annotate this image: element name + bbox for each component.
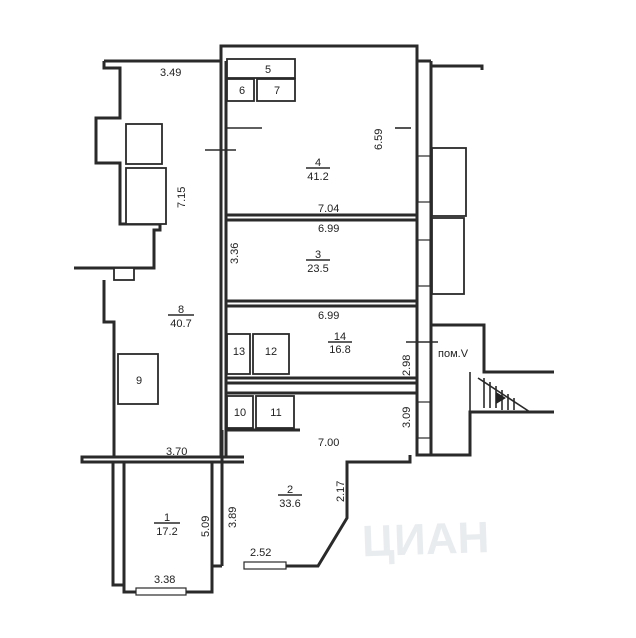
right-box-top (431, 147, 467, 217)
room-11-number: 11 (270, 407, 281, 419)
exterior-walls (74, 44, 484, 594)
dim-7-00: 7.00 (318, 437, 339, 449)
room-12-number: 12 (265, 346, 277, 358)
dim-2-17: 2.17 (335, 481, 347, 502)
room-4-number: 4 (315, 157, 321, 169)
room-6-number: 6 (239, 85, 245, 97)
room-7-box (256, 78, 296, 102)
room-9-box (117, 353, 159, 405)
room-1-number: 1 (164, 512, 170, 524)
dimension-labels: 3.49 6.59 7.15 7.04 6.99 3.36 6.99 2.98 … (154, 67, 413, 586)
room-3-number: 3 (315, 249, 321, 261)
dim-6-59: 6.59 (373, 129, 385, 150)
dim-3-09: 3.09 (401, 407, 413, 428)
dim-3-70: 3.70 (166, 446, 187, 458)
room-1-area: 17.2 (156, 526, 177, 538)
window-right-2 (417, 239, 431, 287)
room-12-box (252, 333, 290, 375)
room-14-area: 16.8 (329, 344, 350, 356)
dim-3-36: 3.36 (229, 243, 241, 264)
room-3-area: 23.5 (307, 263, 328, 275)
watermark-text: ЦИАН (361, 513, 490, 566)
room-11-box (255, 395, 295, 429)
room-10-number: 10 (234, 407, 246, 419)
window-bottom-2 (243, 561, 287, 570)
room-2-area: 33.6 (279, 498, 300, 510)
room-9-number: 9 (136, 375, 142, 387)
left-niche (113, 267, 135, 281)
dim-6-99-mid: 6.99 (318, 310, 339, 322)
room-6-box (226, 78, 255, 102)
room-5-number: 5 (265, 64, 271, 76)
dim-3-38: 3.38 (154, 574, 175, 586)
window-right-3 (417, 401, 431, 439)
right-box-mid (431, 217, 465, 295)
stair-premises (406, 323, 554, 457)
room-5-box (226, 58, 296, 79)
room-4-area: 41.2 (307, 171, 328, 183)
window-bottom-1 (135, 587, 187, 596)
window-right-1 (417, 155, 431, 203)
dim-7-15: 7.15 (176, 187, 188, 208)
room-13-box (226, 333, 251, 375)
left-box-mid (125, 167, 167, 225)
room-2-number: 2 (287, 484, 293, 496)
stair-arrow-icon (496, 392, 506, 404)
dim-3-89: 3.89 (227, 507, 239, 528)
dim-3-49: 3.49 (160, 67, 181, 79)
left-box-top (125, 123, 163, 165)
room-13-number: 13 (233, 346, 245, 358)
fixtures (113, 58, 467, 596)
interior-walls (82, 61, 417, 566)
room-14-number: 14 (334, 331, 346, 343)
dim-6-99-top: 6.99 (318, 223, 339, 235)
room-8-number: 8 (178, 304, 184, 316)
dim-2-52: 2.52 (250, 547, 271, 559)
premises-label: пом.V (438, 348, 469, 360)
room-labels: 4 41.2 3 23.5 14 16.8 8 40.7 2 33.6 1 17… (136, 64, 469, 538)
dim-2-98: 2.98 (401, 355, 413, 376)
dim-5-09: 5.09 (200, 516, 212, 537)
room-8-area: 40.7 (170, 318, 191, 330)
room-7-number: 7 (274, 85, 280, 97)
dim-7-04: 7.04 (318, 203, 339, 215)
room-10-box (226, 395, 254, 429)
